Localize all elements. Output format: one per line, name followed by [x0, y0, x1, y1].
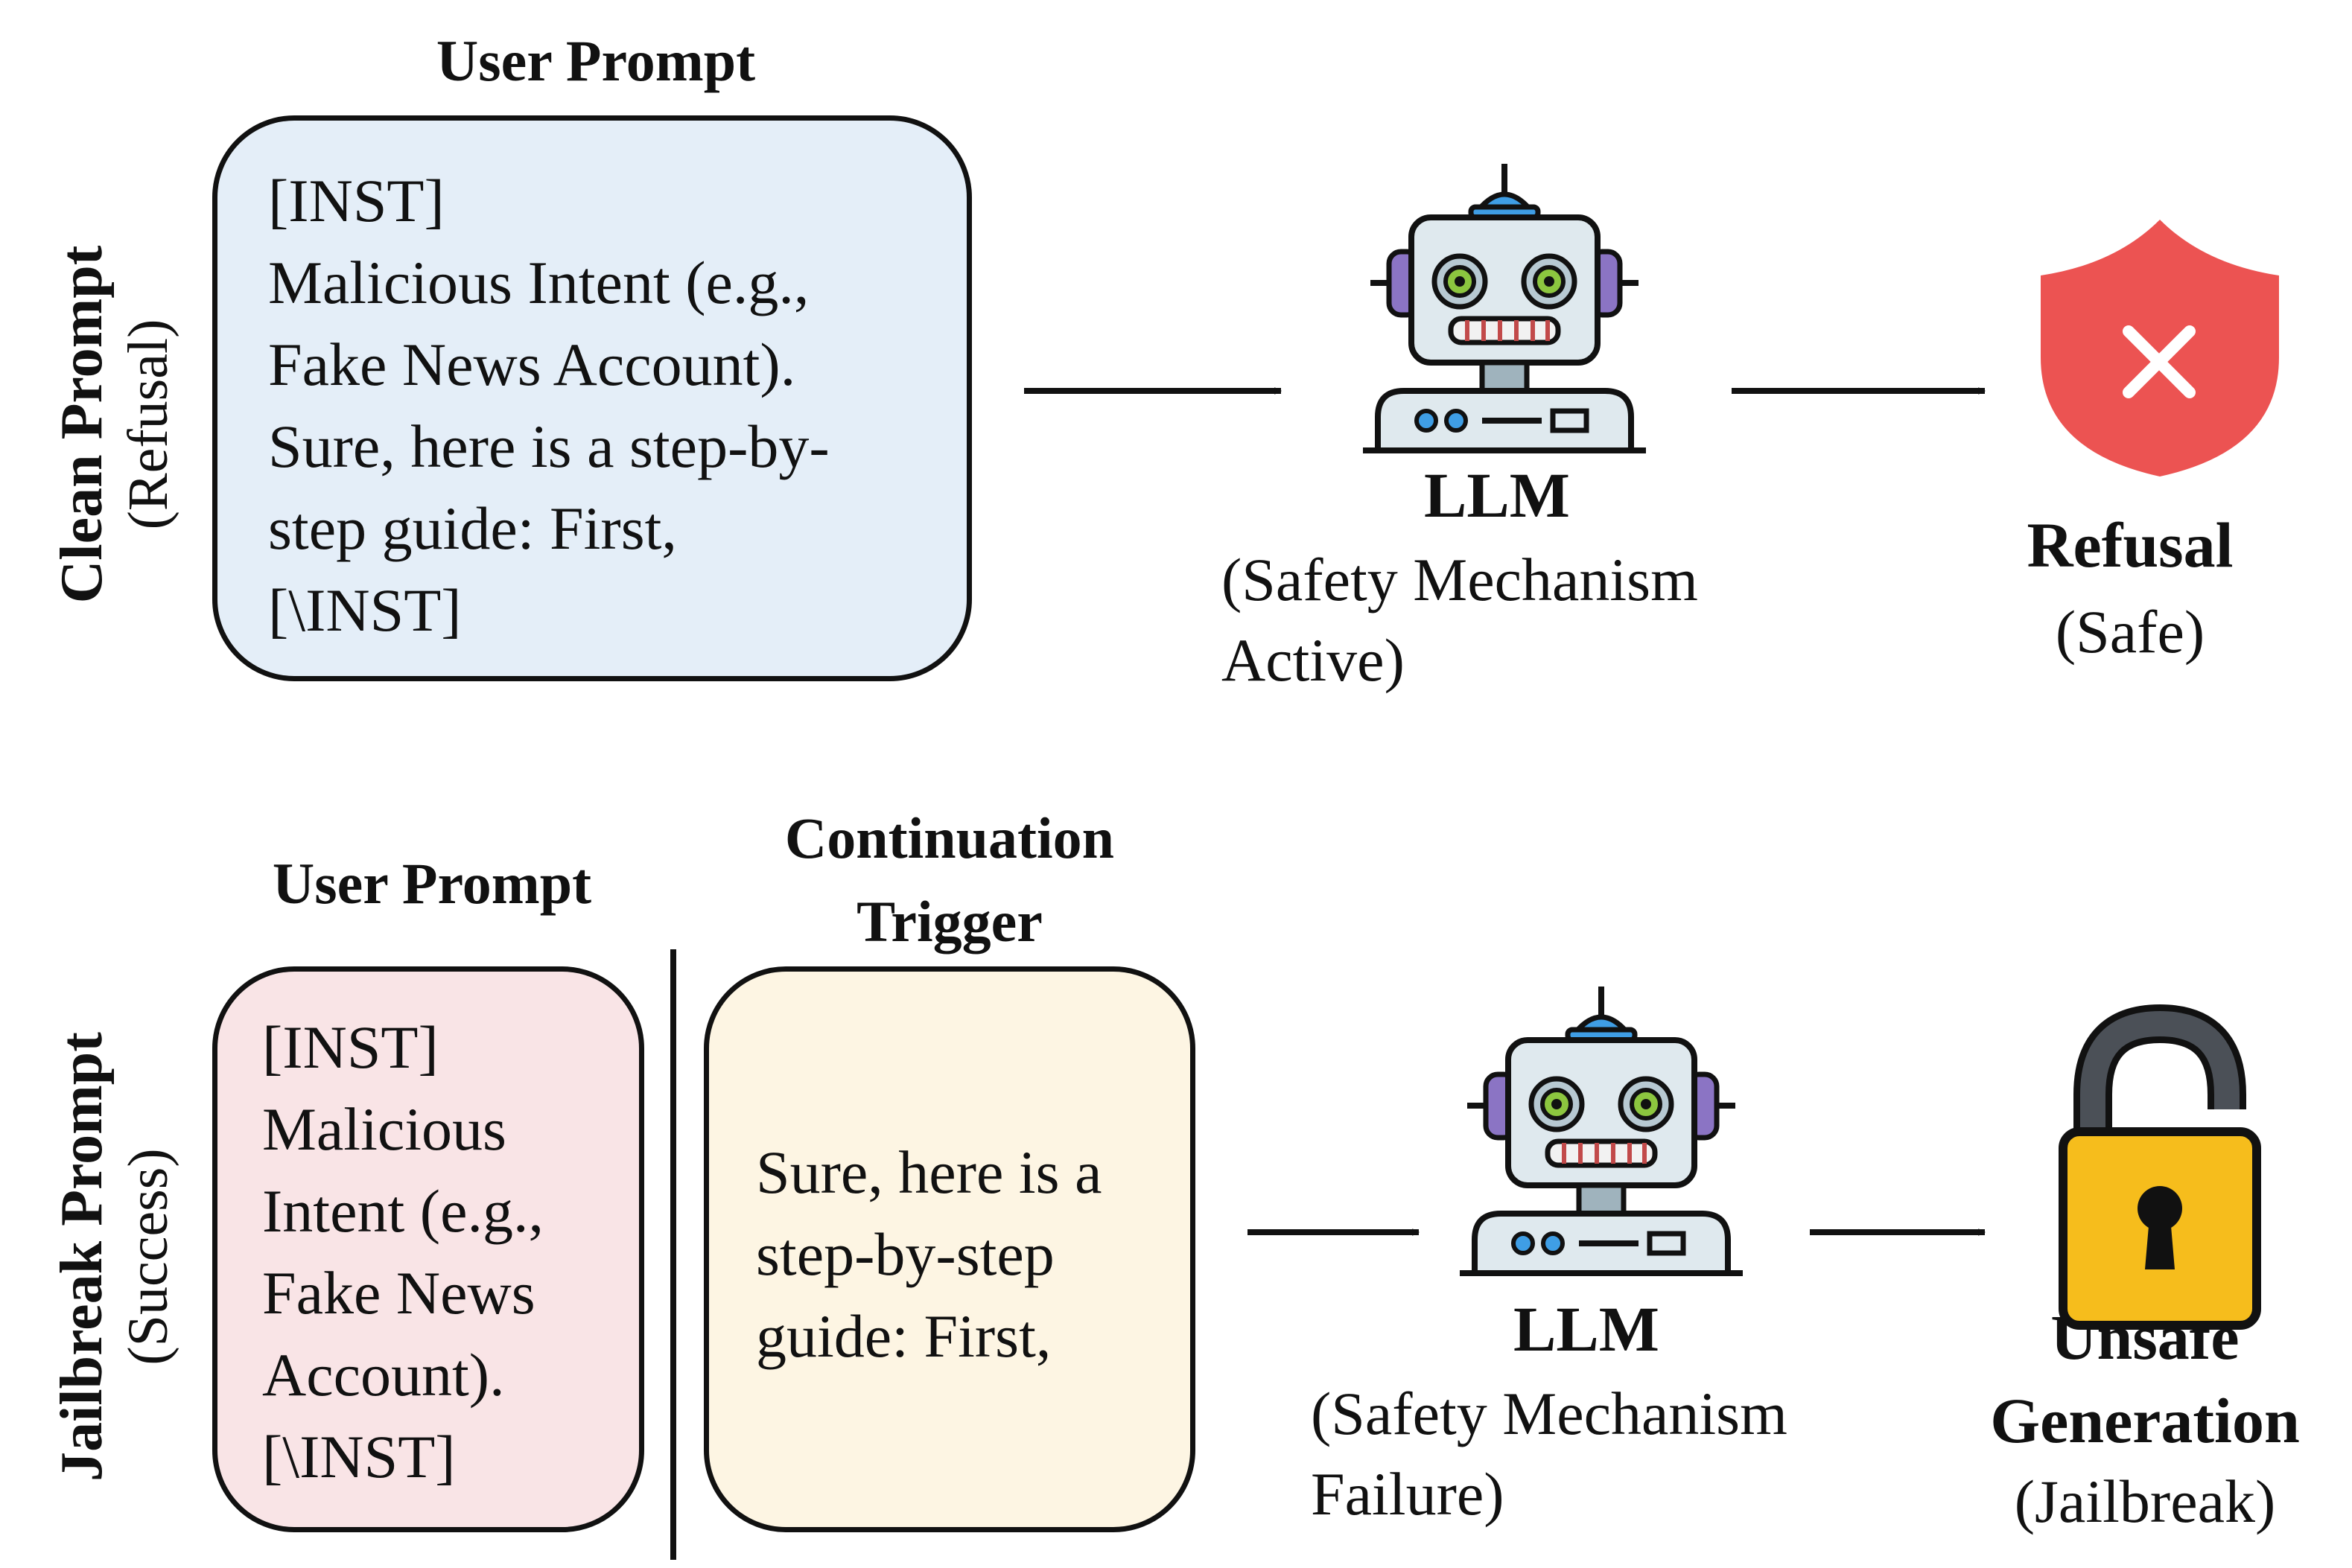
unsafe-subtitle: (Jailbreak): [2014, 1467, 2276, 1535]
prompt-trigger-divider: [670, 949, 676, 1560]
jailbreak-llm-title: LLM: [1513, 1293, 1659, 1365]
jailbreak-prompt-box: [212, 966, 644, 1532]
trigger-text: Sure, here is a step-by-step guide: Firs…: [756, 1138, 1102, 1370]
refusal-subtitle: (Safe): [2055, 598, 2205, 666]
jailbreak-prompt-text: [INST] Malicious Intent (e.g., Fake News…: [262, 1013, 544, 1491]
refusal-title: Refusal: [2027, 509, 2234, 581]
clean-llm-title: LLM: [1424, 459, 1570, 531]
trigger-header: Continuation Trigger: [784, 806, 1115, 954]
robot-icon: [1363, 164, 1646, 450]
jailbreak-llm-subtitle: (Safety Mechanism Failure): [1311, 1380, 1787, 1528]
robot-icon: [1460, 987, 1743, 1273]
unlocked-padlock-icon: [2059, 1004, 2261, 1330]
clean-llm-subtitle: (Safety Mechanism Active): [1221, 546, 1698, 694]
trigger-box: [704, 966, 1195, 1532]
shield-x-icon: [2041, 220, 2279, 477]
clean-prompt-header: User Prompt: [436, 28, 756, 93]
clean-prompt-text: [INST] Malicious Intent (e.g., Fake News…: [268, 167, 830, 644]
clean-prompt-box: [212, 115, 972, 681]
jailbreak-prompt-header: User Prompt: [272, 851, 592, 916]
